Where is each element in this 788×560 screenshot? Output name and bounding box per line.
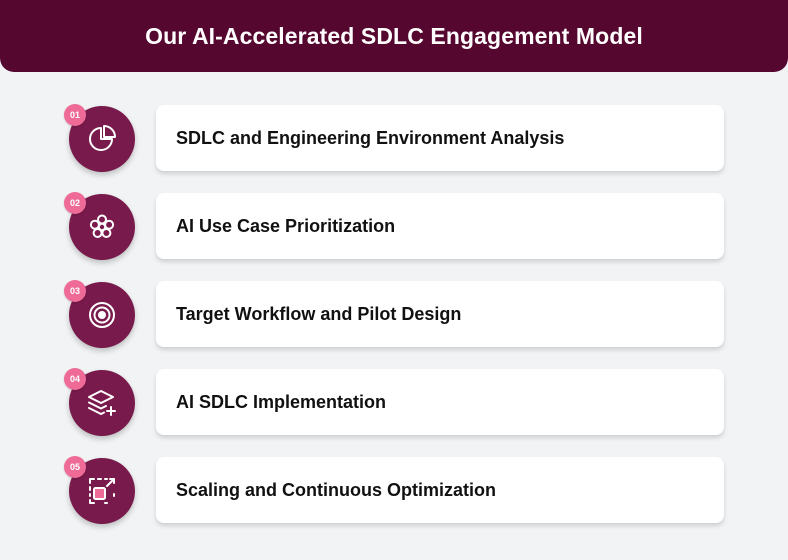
step-icon-circle [69,282,135,348]
step-item: SDLC and Engineering Environment Analysi… [0,104,788,175]
step-card: AI Use Case Prioritization [156,193,724,259]
layers-plus-icon [88,390,116,416]
step-label: AI Use Case Prioritization [176,215,396,236]
step-label: AI SDLC Implementation [176,391,387,412]
target-icon [89,302,115,328]
step-label: Scaling and Continuous Optimization [176,479,496,500]
step-number-badge: 03 [64,280,86,302]
step-label: SDLC and Engineering Environment Analysi… [176,127,565,148]
pie-chart-icon [89,125,116,151]
step-number-badge: 04 [64,368,86,390]
step-item: AI Use Case Prioritization 02 [0,192,788,263]
step-number-badge: 01 [64,104,86,126]
flower-gear-icon [89,214,115,238]
step-label: Target Workflow and Pilot Design [176,303,462,324]
step-card: SDLC and Engineering Environment Analysi… [156,105,724,171]
step-number-badge: 02 [64,192,86,214]
step-number-badge: 05 [64,456,86,478]
scale-frame-icon [89,478,115,504]
step-card: Scaling and Continuous Optimization [156,457,724,523]
step-card: AI SDLC Implementation [156,369,724,435]
step-item: Target Workflow and Pilot Design 03 [0,280,788,351]
step-card: Target Workflow and Pilot Design [156,281,724,347]
header-banner: Our AI-Accelerated SDLC Engagement Model [0,0,788,72]
page-title: Our AI-Accelerated SDLC Engagement Model [145,22,643,49]
step-item: AI SDLC Implementation 04 [0,368,788,439]
step-item: Scaling and Continuous Optimization 05 [0,456,788,527]
